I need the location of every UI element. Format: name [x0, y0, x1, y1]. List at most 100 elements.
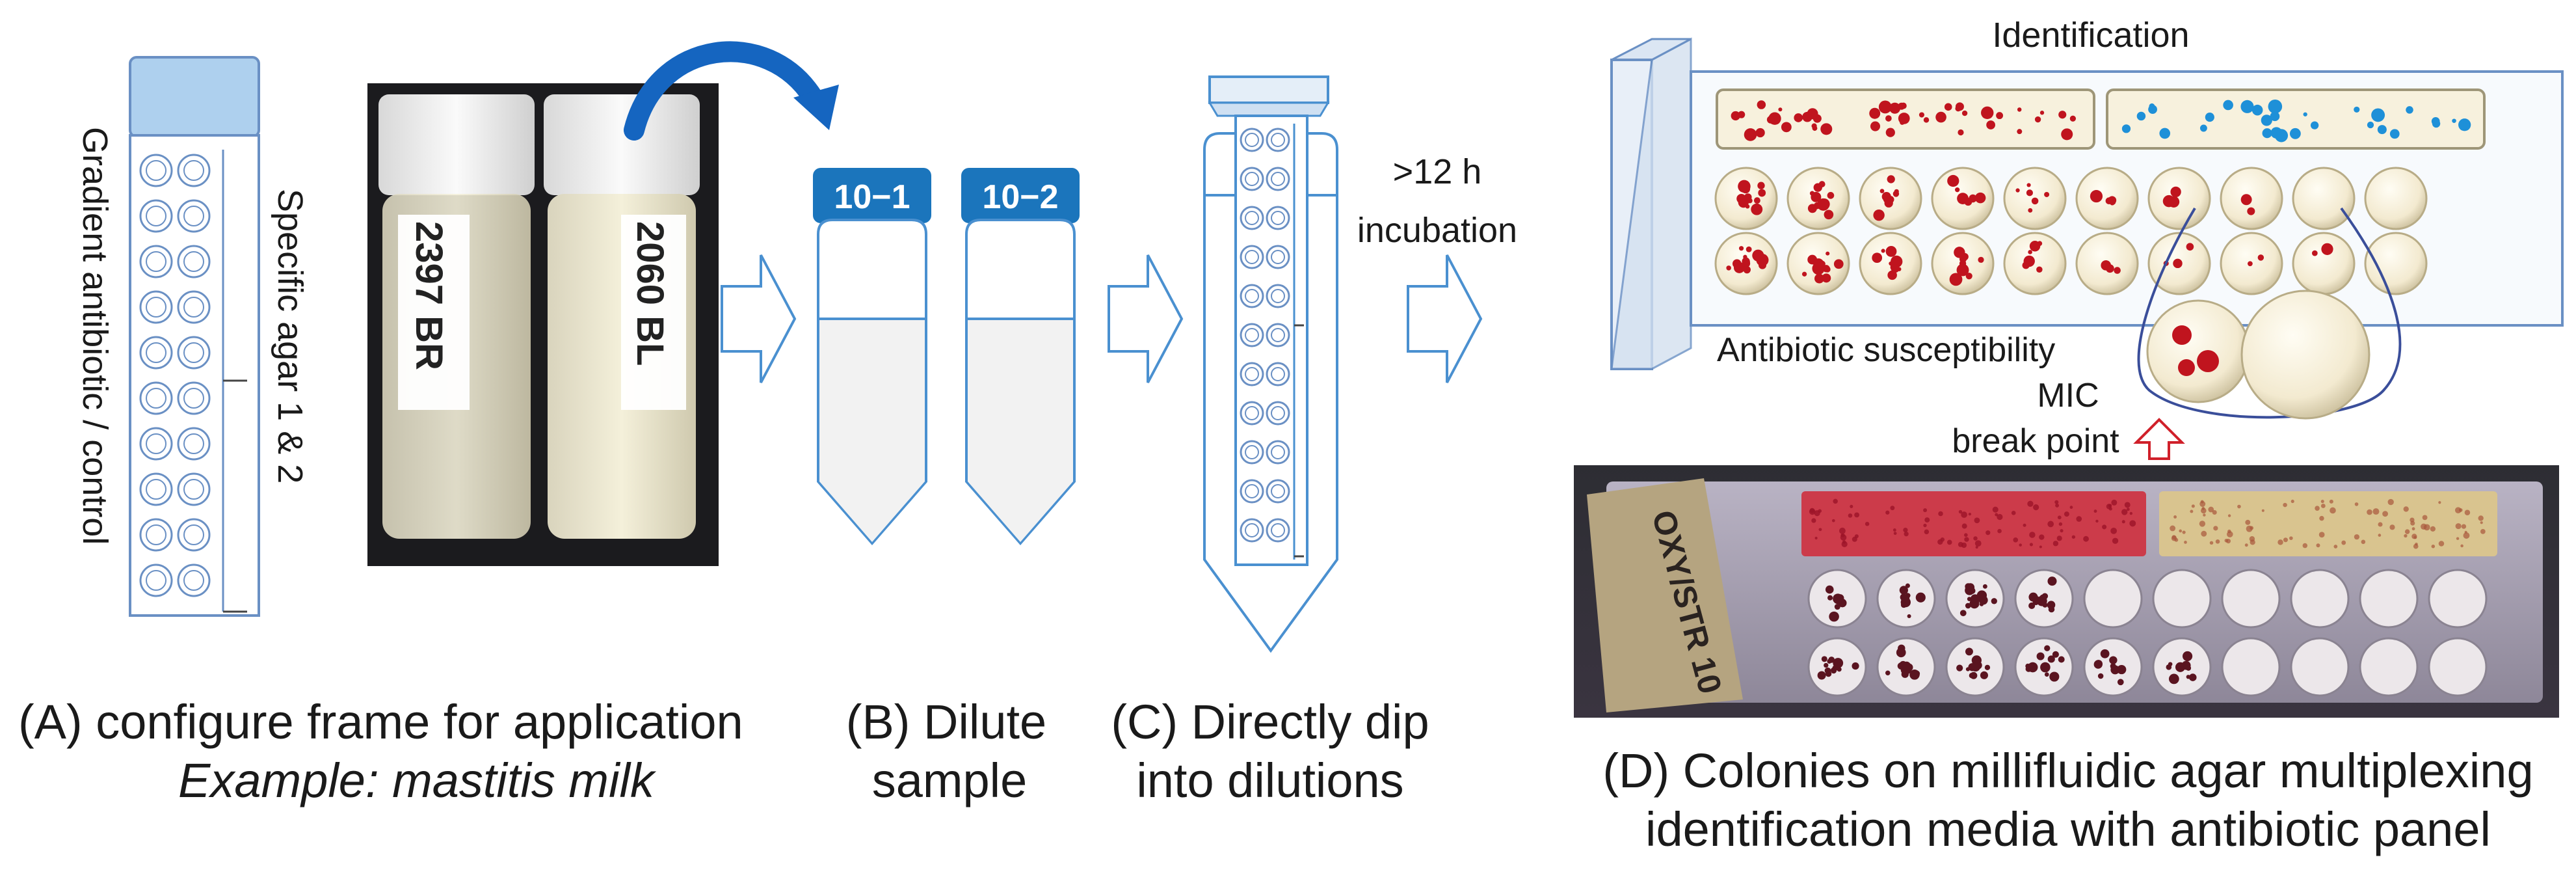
- photo-speck-yellow: [2199, 501, 2206, 508]
- frame-well: [139, 336, 173, 370]
- susceptibility-well: [2292, 232, 2356, 295]
- well-colony: [1822, 273, 1831, 283]
- photo-colony: [2049, 671, 2060, 682]
- dip-well: [1266, 323, 1290, 347]
- photo-speck-yellow: [2191, 504, 2195, 508]
- photo-speck-yellow: [2463, 532, 2470, 539]
- photo-speck-red: [2047, 521, 2054, 528]
- dilution-tag-2: [961, 168, 1080, 223]
- well-colony: [1753, 197, 1760, 204]
- photo-speck-red: [1865, 521, 1870, 526]
- id-colony-red: [1898, 102, 1905, 110]
- photo-speck-yellow: [2458, 508, 2463, 512]
- photo-speck-yellow: [2174, 537, 2179, 542]
- photo-speck-yellow: [2203, 513, 2206, 517]
- id-colony-blue: [2406, 106, 2413, 114]
- photo-speck-yellow: [2367, 509, 2372, 515]
- photo-colony: [2028, 602, 2036, 610]
- plate-photo: OXY/STR 10: [1574, 465, 2559, 718]
- photo-speck-red: [1850, 504, 1853, 509]
- photo-colony: [1900, 602, 1907, 608]
- photo-speck-red: [2121, 509, 2128, 515]
- photo-speck-red: [2019, 543, 2022, 547]
- photo-speck-red: [2102, 524, 2107, 530]
- photo-colony: [1905, 583, 1910, 588]
- mic-label: MIC: [2037, 377, 2099, 414]
- well-colony: [1887, 270, 1897, 280]
- photo-speck-red: [1997, 513, 2003, 521]
- photo-speck-red: [2126, 508, 2130, 511]
- photo-colony: [1821, 656, 1827, 662]
- photo-speck-yellow: [2227, 529, 2231, 534]
- dip-well: [1240, 167, 1264, 191]
- frame-well: [139, 290, 173, 324]
- dip-well: [1240, 518, 1264, 543]
- photo-colony: [1965, 647, 1973, 656]
- id-colony-red: [1870, 121, 1881, 131]
- photo-speck-red: [1992, 506, 1998, 513]
- photo-speck-red: [1890, 506, 1895, 511]
- id-colony-blue: [2371, 108, 2385, 122]
- photo-speck-yellow: [2179, 529, 2183, 533]
- id-colony-red: [2017, 107, 2022, 112]
- photo-speck-red: [2093, 509, 2097, 513]
- photo-speck-yellow: [2411, 527, 2415, 531]
- well-colony: [1881, 249, 1885, 253]
- id-colony-blue: [2261, 115, 2272, 126]
- dilution-tag-1: [813, 168, 931, 223]
- well-colony: [2114, 267, 2121, 274]
- photo-speck-red: [2058, 522, 2063, 526]
- id-colony-red: [1744, 128, 1757, 141]
- photo-tape: [1587, 478, 1743, 712]
- photo-speck-yellow: [2170, 525, 2176, 532]
- photo-speck-yellow: [2184, 541, 2187, 544]
- id-colony-red: [1935, 111, 1946, 123]
- photo-speck-red: [2071, 535, 2076, 539]
- well-colony: [1887, 175, 1895, 183]
- photo-colony: [2100, 649, 2110, 658]
- photo-speck-red: [1964, 533, 1968, 537]
- photo-speck-red: [2124, 502, 2131, 508]
- caption-a-line1: (A) configure frame for application: [18, 695, 743, 749]
- well-colony: [2186, 243, 2194, 251]
- photo-speck-red: [2056, 535, 2062, 541]
- well-colony: [2173, 258, 2183, 269]
- well-colony: [1827, 192, 1835, 199]
- well-colony: [1817, 198, 1830, 211]
- photo-speck-red: [2112, 537, 2119, 544]
- well-colony: [2170, 186, 2181, 198]
- well-colony: [2026, 189, 2033, 197]
- photo-colony: [2058, 656, 2065, 663]
- photo-speck-yellow: [2329, 499, 2333, 504]
- frame-well: [177, 563, 211, 597]
- photo-speck-red: [1809, 508, 1816, 515]
- well-colony: [1809, 191, 1815, 196]
- flow-arrow-1: [721, 254, 797, 383]
- photo-speck-yellow: [2455, 523, 2462, 530]
- photo-speck-red: [2110, 527, 2118, 534]
- dip-well: [1240, 479, 1264, 504]
- photo-colony: [1827, 658, 1832, 664]
- photo-speck-yellow: [2213, 526, 2218, 531]
- photo-speck-red: [1854, 534, 1859, 539]
- photo-speck-yellow: [2318, 532, 2325, 538]
- photo-speck-red: [1923, 508, 1928, 513]
- photo-colony: [2047, 655, 2055, 663]
- photo-speck-red: [1848, 513, 1853, 518]
- photo-colony: [1982, 584, 1987, 589]
- breakpoint-label: break point: [1952, 422, 2119, 460]
- photo-speck-red: [1841, 541, 1848, 547]
- well-colony: [1955, 187, 1960, 193]
- photo-speck-yellow: [2283, 502, 2287, 508]
- photo-colony: [1969, 599, 1980, 609]
- photo-speck-red: [1923, 523, 1927, 528]
- photo-colony: [2044, 672, 2049, 677]
- caption-c-line2: into dilutions: [1136, 753, 1403, 807]
- photo-colony: [2036, 652, 2045, 660]
- zoom-well-2: [2240, 290, 2370, 420]
- dip-well: [1266, 167, 1290, 191]
- photo-speck-red: [1811, 518, 1816, 523]
- photo-speck-yellow: [2291, 499, 2294, 504]
- id-colony-red: [1878, 100, 1892, 114]
- well-colony: [1751, 203, 1763, 215]
